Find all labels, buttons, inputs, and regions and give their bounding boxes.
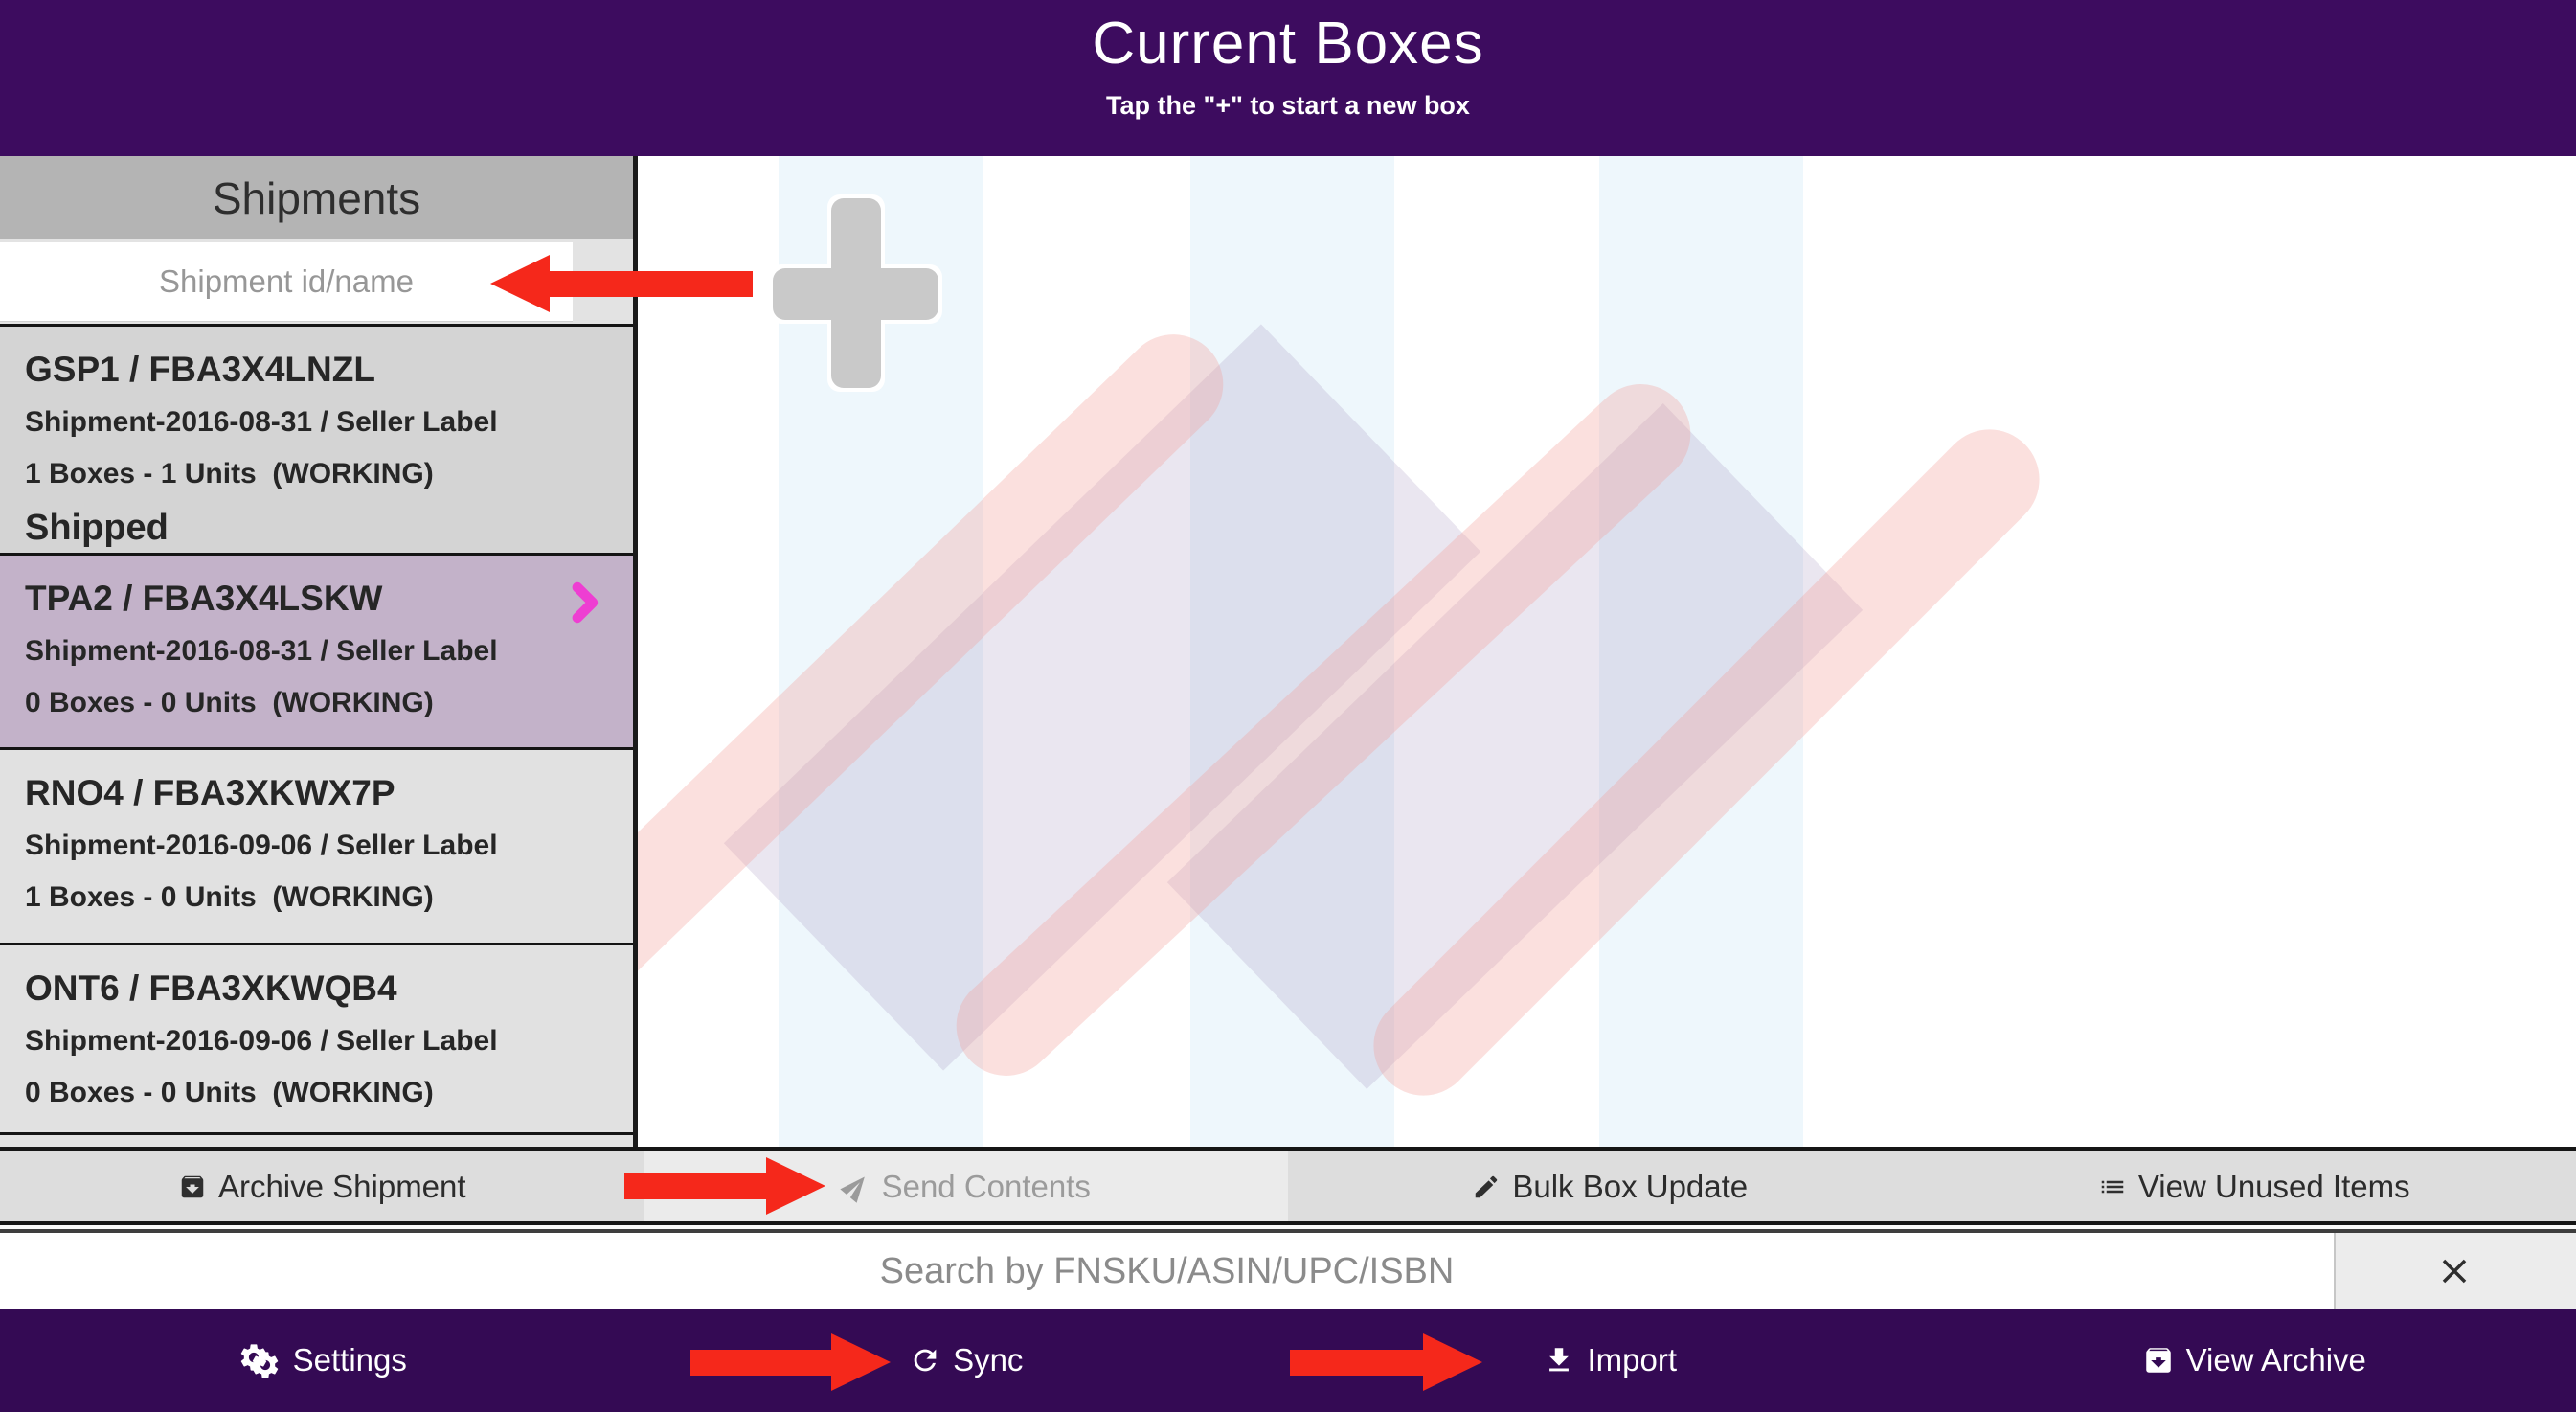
stripe-decoration — [1190, 156, 1394, 1147]
close-icon — [2442, 1259, 2466, 1283]
archive-shipment-button[interactable]: Archive Shipment — [0, 1151, 644, 1221]
shipment-item-tpa2-selected[interactable]: TPA2 / FBA3X4LSKW Shipment-2016-08-31 / … — [0, 556, 633, 747]
shipment-detail: Shipment-2016-08-31 / Seller Label — [25, 635, 498, 667]
arrow-head — [831, 1333, 891, 1391]
bulk-box-update-button[interactable]: Bulk Box Update — [1288, 1151, 1932, 1221]
shipment-item-gsp1[interactable]: GSP1 / FBA3X4LNZL Shipment-2016-08-31 / … — [0, 327, 633, 553]
shipment-status: Shipped — [25, 508, 169, 548]
archive-icon — [2145, 1348, 2171, 1373]
shipment-name: TPA2 / FBA3X4LSKW — [25, 579, 383, 618]
shipment-counts: 1 Boxes - 0 Units (WORKING) — [25, 881, 434, 913]
shipment-detail: Shipment-2016-09-06 / Seller Label — [25, 1025, 498, 1057]
shipment-item-ont6[interactable]: ONT6 / FBA3XKWQB4 Shipment-2016-09-06 / … — [0, 945, 633, 1132]
arrow-tail — [1290, 1350, 1423, 1376]
arrow-head — [490, 255, 550, 312]
item-search-input[interactable] — [0, 1233, 2336, 1310]
divider — [0, 324, 633, 327]
divider — [0, 747, 633, 750]
toolbar-button-label: Bulk Box Update — [1512, 1168, 1749, 1204]
shipment-item-rno4[interactable]: RNO4 / FBA3XKWX7P Shipment-2016-09-06 / … — [0, 750, 633, 943]
divider — [0, 553, 633, 556]
shipment-counts: 0 Boxes - 0 Units (WORKING) — [25, 687, 434, 718]
footer-button-label: Import — [1587, 1342, 1678, 1378]
stripe-decoration — [1599, 156, 1803, 1147]
plus-icon — [831, 198, 881, 388]
page-title: Current Boxes — [1092, 11, 1484, 77]
add-box-button[interactable] — [769, 194, 942, 392]
app-header: Current Boxes Tap the "+" to start a new… — [0, 0, 2576, 156]
shipment-detail: Shipment-2016-09-06 / Seller Label — [25, 830, 498, 861]
arrow-tail — [550, 271, 753, 297]
shipment-search-row — [0, 239, 633, 324]
gears-icon — [237, 1341, 282, 1379]
shipment-name: GSP1 / FBA3X4LNZL — [25, 350, 375, 389]
shipment-counts: 1 Boxes - 1 Units (WORKING) — [25, 458, 434, 490]
footer-button-label: Sync — [953, 1342, 1024, 1378]
footer-button-label: Settings — [292, 1342, 407, 1378]
sync-button[interactable]: Sync — [644, 1309, 1289, 1412]
shipments-sidebar: Shipments GSP1 / FBA3X4LNZL Shipment-201… — [0, 156, 638, 1150]
arrow-head — [1423, 1333, 1482, 1391]
sidebar-title: Shipments — [0, 156, 633, 239]
download-icon — [1549, 1348, 1570, 1372]
settings-button[interactable]: Settings — [0, 1309, 644, 1412]
arrow-tail — [690, 1350, 831, 1376]
footer-button-label: View Archive — [2185, 1342, 2366, 1378]
divider — [0, 1132, 633, 1135]
divider — [0, 1225, 2576, 1229]
view-archive-button[interactable]: View Archive — [1932, 1309, 2576, 1412]
shipment-name: ONT6 / FBA3XKWQB4 — [25, 968, 397, 1008]
shipment-counts: 0 Boxes - 0 Units (WORKING) — [25, 1077, 434, 1108]
archive-icon — [181, 1175, 204, 1197]
page-subtitle: Tap the "+" to start a new box — [1106, 91, 1470, 120]
shipment-toolbar: Archive Shipment Send Contents Bulk Box … — [0, 1147, 2576, 1225]
chevron-right-icon — [572, 581, 599, 624]
paper-plane-icon — [839, 1175, 865, 1203]
toolbar-button-label: View Unused Items — [2137, 1168, 2410, 1204]
item-search-row — [0, 1229, 2576, 1310]
import-button[interactable]: Import — [1288, 1309, 1932, 1412]
pencil-icon — [1476, 1175, 1498, 1197]
app-footer: Settings Sync Import View Archive — [0, 1309, 2576, 1412]
toolbar-button-label: Archive Shipment — [217, 1168, 466, 1204]
toolbar-button-label: Send Contents — [881, 1168, 1091, 1204]
sidebar-filler — [0, 1135, 633, 1147]
shipment-name: RNO4 / FBA3XKWX7P — [25, 773, 395, 812]
view-unused-items-button[interactable]: View Unused Items — [1932, 1151, 2576, 1221]
shipment-detail: Shipment-2016-08-31 / Seller Label — [25, 406, 498, 438]
boxes-main-area — [638, 156, 2576, 1147]
arrow-tail — [624, 1173, 766, 1199]
list-icon — [2101, 1180, 2124, 1193]
item-search-clear-button[interactable] — [2332, 1233, 2576, 1309]
arrow-head — [766, 1157, 825, 1215]
divider — [0, 943, 633, 945]
refresh-icon — [914, 1349, 937, 1372]
shipment-search-input[interactable] — [0, 242, 573, 322]
